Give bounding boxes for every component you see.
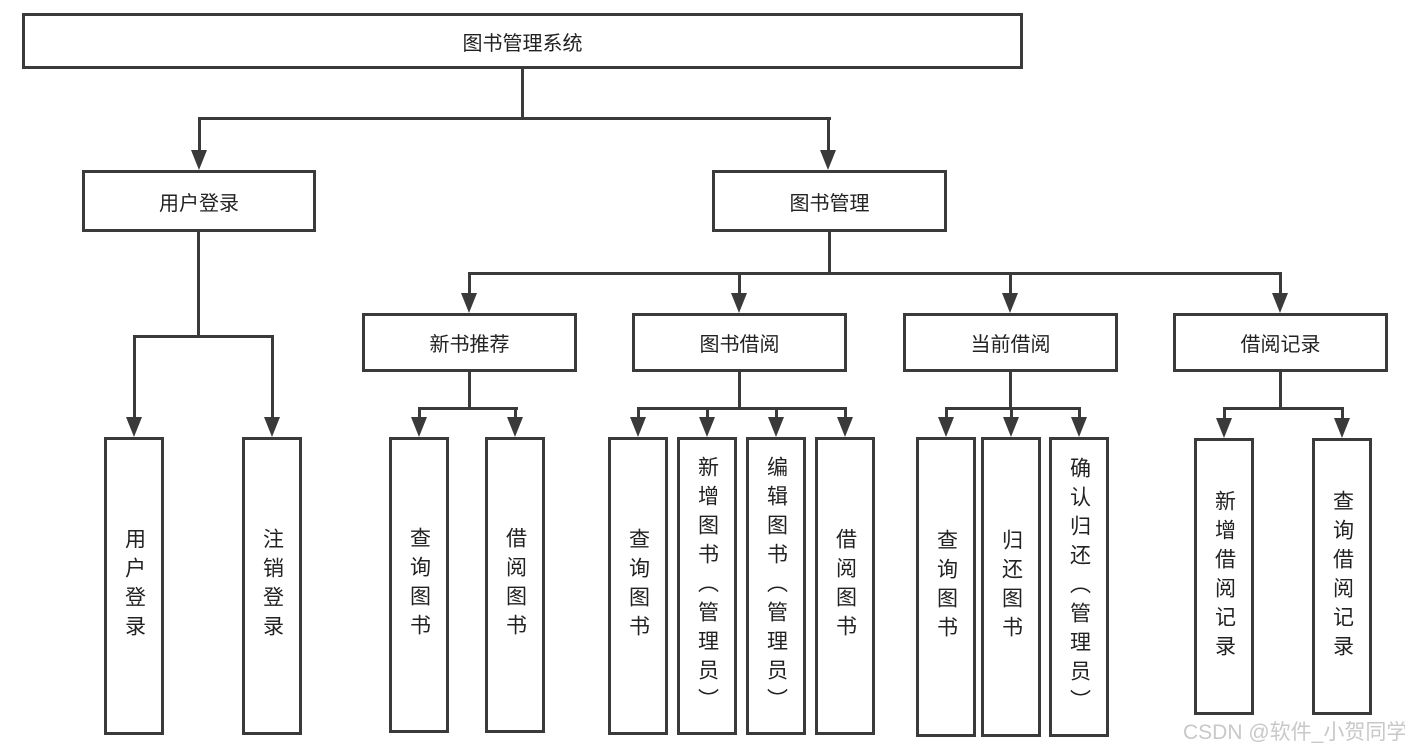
arrow-down-icon	[731, 293, 747, 313]
leaf-logout: 注销登录	[242, 437, 302, 735]
arrow-down-icon	[938, 417, 954, 437]
connector-line	[827, 117, 830, 157]
connector-line	[1341, 407, 1344, 422]
arrow-down-icon	[1002, 293, 1018, 313]
csdn-watermark: CSDN @软件_小贺同学	[1183, 721, 1405, 744]
connector-line	[775, 407, 778, 421]
node-new-book-recommend: 新书推荐	[362, 313, 577, 372]
connector-line	[468, 272, 471, 300]
node-user-login: 用户登录	[82, 170, 316, 232]
connector-line	[1223, 407, 1344, 410]
leaf-borrow-books: 借阅图书	[815, 437, 875, 735]
arrow-down-icon	[820, 150, 836, 170]
connector-line	[738, 372, 741, 409]
connector-line	[1078, 407, 1081, 421]
arrow-down-icon	[411, 417, 427, 437]
arrow-down-icon	[507, 417, 523, 437]
connector-line	[468, 272, 1282, 275]
leaf-user-login: 用户登录	[104, 437, 164, 735]
connector-line	[844, 407, 847, 421]
leaf-query-books-recommend: 查询图书	[389, 437, 449, 733]
leaf-borrow-books-recommend: 借阅图书	[485, 437, 545, 733]
connector-line	[945, 407, 1081, 410]
connector-line	[133, 335, 136, 421]
arrow-down-icon	[126, 417, 142, 437]
node-library-management-system: 图书管理系统	[22, 13, 1023, 69]
connector-line	[514, 407, 517, 421]
leaf-query-books-borrow: 查询图书	[608, 437, 668, 735]
connector-line	[828, 232, 831, 274]
arrow-down-icon	[768, 417, 784, 437]
leaf-confirm-return-admin: 确认归还（管理员）	[1049, 437, 1109, 737]
node-book-management: 图书管理	[712, 170, 947, 232]
connector-line	[1010, 407, 1013, 421]
connector-line	[1223, 407, 1226, 422]
connector-line	[198, 117, 201, 157]
connector-line	[1279, 272, 1282, 300]
connector-line	[198, 117, 831, 120]
leaf-add-borrow-record: 新增借阅记录	[1194, 438, 1254, 715]
connector-line	[133, 335, 274, 338]
connector-line	[468, 372, 471, 409]
arrow-down-icon	[1272, 293, 1288, 313]
arrow-down-icon	[264, 417, 280, 437]
node-current-borrow: 当前借阅	[903, 313, 1118, 372]
connector-line	[418, 407, 518, 410]
arrow-down-icon	[837, 417, 853, 437]
connector-line	[418, 407, 421, 421]
arrow-down-icon	[1003, 417, 1019, 437]
connector-line	[1009, 272, 1012, 300]
connector-line	[197, 232, 200, 336]
connector-line	[1009, 372, 1012, 409]
connector-line	[521, 68, 524, 118]
connector-line	[945, 407, 948, 421]
node-book-borrow: 图书借阅	[632, 313, 847, 372]
node-borrow-records: 借阅记录	[1173, 313, 1388, 372]
leaf-return-books: 归还图书	[981, 437, 1041, 737]
arrow-down-icon	[1334, 418, 1350, 438]
connector-line	[637, 407, 847, 410]
leaf-query-borrow-record: 查询借阅记录	[1312, 438, 1372, 715]
connector-line	[706, 407, 709, 421]
leaf-edit-book-admin: 编辑图书（管理员）	[746, 437, 806, 735]
arrow-down-icon	[1216, 418, 1232, 438]
arrow-down-icon	[1071, 417, 1087, 437]
leaf-add-book-admin: 新增图书（管理员）	[677, 437, 737, 735]
leaf-query-books-current: 查询图书	[916, 437, 976, 737]
connector-line	[637, 407, 640, 421]
arrow-down-icon	[699, 417, 715, 437]
connector-line	[271, 335, 274, 421]
connector-line	[1279, 372, 1282, 409]
connector-line	[738, 272, 741, 300]
arrow-down-icon	[461, 293, 477, 313]
arrow-down-icon	[191, 150, 207, 170]
arrow-down-icon	[630, 417, 646, 437]
